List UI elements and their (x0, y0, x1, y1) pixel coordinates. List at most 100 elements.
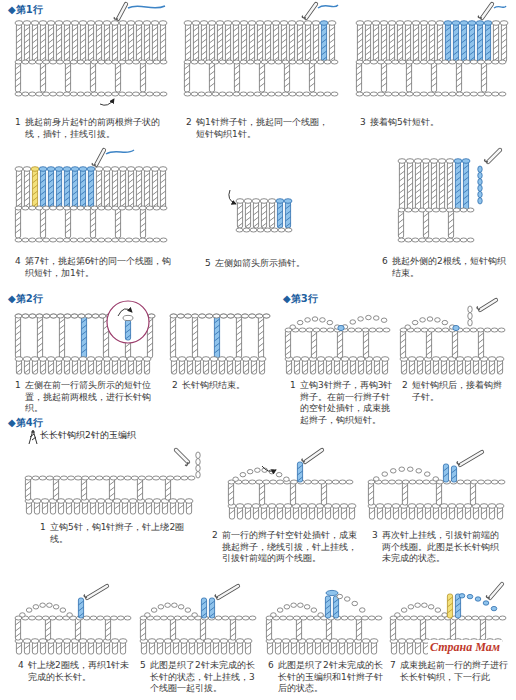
stitch-twist (273, 51, 278, 55)
stitch-twist (40, 223, 45, 227)
chain-loop (257, 228, 264, 232)
hook-shaft (480, 300, 496, 310)
stitch-twist (447, 201, 452, 205)
stitch-twist (37, 319, 42, 323)
chain-loop (325, 357, 333, 362)
stitch-twist (423, 219, 428, 223)
stitch-twist (406, 83, 411, 87)
stitch-twist (90, 83, 95, 87)
chain-loop (467, 208, 474, 212)
chain-loop (433, 238, 440, 242)
chain-loop (392, 60, 399, 64)
stitch-twist (64, 173, 69, 177)
hook-shaft (96, 150, 104, 165)
stitch-twist (40, 197, 45, 201)
chain-loop (414, 159, 422, 164)
stitch-post (284, 62, 289, 92)
stitch-twist (409, 510, 414, 514)
stitch-twist (374, 369, 379, 373)
chain-loop (105, 92, 112, 96)
chain-loop (406, 60, 413, 64)
stitch-twist (285, 333, 290, 337)
stitch-twist (59, 343, 64, 347)
stitch-twist (80, 173, 85, 177)
chain-loop (15, 60, 22, 64)
stitch-twist (81, 493, 86, 497)
chain-loop (276, 504, 284, 509)
stitch-post (185, 24, 190, 62)
chain-loop (442, 92, 449, 96)
chain-loop (477, 60, 484, 64)
stitch-twist (249, 45, 254, 49)
stitch-post (261, 202, 266, 228)
stitch-twist (417, 369, 422, 373)
chain-loop (412, 320, 418, 324)
stitch-post (138, 502, 143, 514)
hook-shaft (306, 4, 316, 18)
stitch-twist (25, 481, 30, 485)
stitch-twist (170, 319, 175, 323)
stitch-twist (373, 33, 378, 37)
stitch-post (227, 360, 232, 374)
stitch-twist (56, 27, 61, 31)
stitch-twist (104, 363, 109, 367)
stitch-twist (32, 363, 37, 367)
stitch-post (90, 502, 95, 514)
chain-loop (191, 60, 198, 64)
stitch-twist (245, 211, 250, 215)
stitch-post (461, 24, 466, 62)
stitch-twist (381, 51, 386, 55)
chain-loop (346, 480, 353, 484)
chain-loop (290, 325, 296, 329)
stitch-twist (463, 201, 468, 205)
chain-loop (146, 60, 153, 64)
stitch-twist (24, 645, 29, 649)
stitch-twist (429, 27, 434, 31)
chain-loop (105, 206, 112, 210)
stitch-twist (81, 325, 86, 329)
stitch-twist (389, 51, 394, 55)
stitch-twist (187, 369, 192, 373)
stitch-post (470, 482, 475, 505)
stitch-twist (140, 217, 145, 221)
stitch-post (257, 24, 262, 62)
stitch-post (337, 330, 342, 358)
stitch-twist (144, 45, 149, 49)
stitch-twist (297, 45, 302, 49)
stitch-twist (96, 369, 101, 373)
stitch-twist (32, 197, 37, 201)
stitch-post (233, 24, 238, 62)
stitch-symbol (29, 430, 37, 444)
chain-loop (87, 21, 95, 26)
chain-loop (84, 238, 91, 242)
stitch-twist (225, 39, 230, 43)
chain-loop (124, 616, 131, 620)
stitch-twist (241, 27, 246, 31)
stitch-twist (245, 223, 250, 227)
chain-loop (75, 476, 82, 480)
stitch-twist (377, 510, 382, 514)
chain-loop (132, 206, 139, 210)
stitch-twist (265, 51, 270, 55)
stitch-post (269, 202, 274, 228)
stitch-post (294, 360, 299, 374)
chain-loop (348, 504, 356, 509)
stitch-post (56, 170, 61, 208)
stitch-post (120, 642, 125, 654)
stitch-twist (72, 33, 77, 37)
stitch-twist (227, 363, 232, 367)
stitch-twist (128, 363, 133, 367)
chain-loop (268, 504, 276, 509)
chain-loop (430, 159, 438, 164)
chain-loop (119, 21, 127, 26)
stitch-twist (192, 337, 197, 341)
stitch-twist (439, 183, 444, 187)
stitch-post (32, 24, 37, 62)
stitch-post (443, 464, 448, 482)
stitch-twist (241, 33, 246, 37)
chain-loop (377, 60, 384, 64)
stitch-twist (37, 325, 42, 329)
stitch-twist (201, 27, 206, 31)
stitch-post (173, 642, 178, 654)
stitch-twist (289, 45, 294, 49)
